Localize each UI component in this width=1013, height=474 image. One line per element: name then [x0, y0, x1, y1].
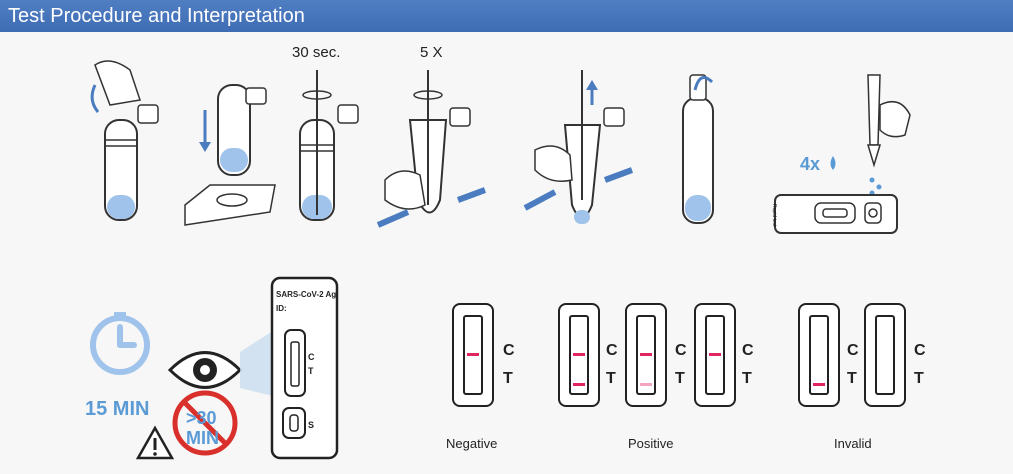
- step-2-insert-tube-icon: [184, 84, 276, 226]
- cassette-t-label: T: [308, 366, 314, 376]
- positive1-c-label: C: [606, 342, 618, 359]
- step-3-time-label: 30 sec.: [292, 44, 341, 61]
- warning-icon: [135, 425, 175, 460]
- invalid2-c-label: C: [914, 342, 926, 359]
- control-line: [709, 353, 721, 356]
- invalid2-t-label: T: [914, 370, 924, 387]
- result-window: [809, 315, 829, 395]
- control-line: [640, 353, 652, 356]
- step-5-remove-swab-icon: [523, 70, 634, 224]
- no-sign-icon: [172, 390, 238, 456]
- step-3-rotate-swab-icon: [299, 70, 359, 221]
- negative-t-label: T: [503, 370, 513, 387]
- positive2-t-label: T: [675, 370, 685, 387]
- cassette-id: ID:: [276, 304, 287, 313]
- cassette-s-label: S: [308, 420, 315, 430]
- timer-label: 15 MIN: [85, 398, 150, 420]
- result-negative-cassette: [452, 303, 494, 407]
- negative-caption: Negative: [446, 436, 498, 451]
- result-invalid-cassette-2: [864, 303, 906, 407]
- limit-top-label: >30: [186, 408, 217, 428]
- test-line: [813, 383, 825, 386]
- invalid-caption: Invalid: [834, 436, 872, 451]
- step-7-add-drops-icon: [774, 74, 911, 234]
- test-line: [573, 383, 585, 386]
- control-line: [573, 353, 585, 356]
- positive1-t-label: T: [606, 370, 616, 387]
- cassette-c-label: C: [308, 352, 315, 362]
- step-4-squeeze-tube-icon: [376, 70, 487, 228]
- invalid1-c-label: C: [847, 342, 859, 359]
- positive3-c-label: C: [742, 342, 754, 359]
- positive3-t-label: T: [742, 370, 752, 387]
- result-positive-cassette-3: [694, 303, 736, 407]
- positive-caption: Positive: [628, 436, 674, 451]
- result-window: [875, 315, 895, 395]
- reading-cassette-icon: [270, 276, 339, 460]
- small-cassette-label: Rapid test: [771, 204, 777, 227]
- control-line: [467, 353, 479, 356]
- result-window: [463, 315, 483, 395]
- step-1-open-tube-icon: [90, 60, 159, 221]
- result-window: [636, 315, 656, 395]
- test-line-faint: [640, 383, 652, 386]
- result-window: [569, 315, 589, 395]
- step-4-count-label: 5 X: [420, 44, 443, 61]
- timer-icon: [90, 312, 150, 375]
- section-title: Test Procedure and Interpretation: [8, 5, 305, 27]
- cassette-title: SARS-CoV-2 Ag: [276, 290, 337, 299]
- result-positive-cassette-1: [558, 303, 600, 407]
- drop-count-label: 4x: [800, 154, 821, 174]
- invalid1-t-label: T: [847, 370, 857, 387]
- section-header: Test Procedure and Interpretation: [0, 0, 1013, 32]
- result-positive-cassette-2: [625, 303, 667, 407]
- result-invalid-cassette-1: [798, 303, 840, 407]
- limit-bottom-label: MIN: [186, 428, 219, 448]
- negative-c-label: C: [503, 342, 515, 359]
- result-window: [705, 315, 725, 395]
- step-6-close-cap-icon: [682, 74, 714, 224]
- positive2-c-label: C: [675, 342, 687, 359]
